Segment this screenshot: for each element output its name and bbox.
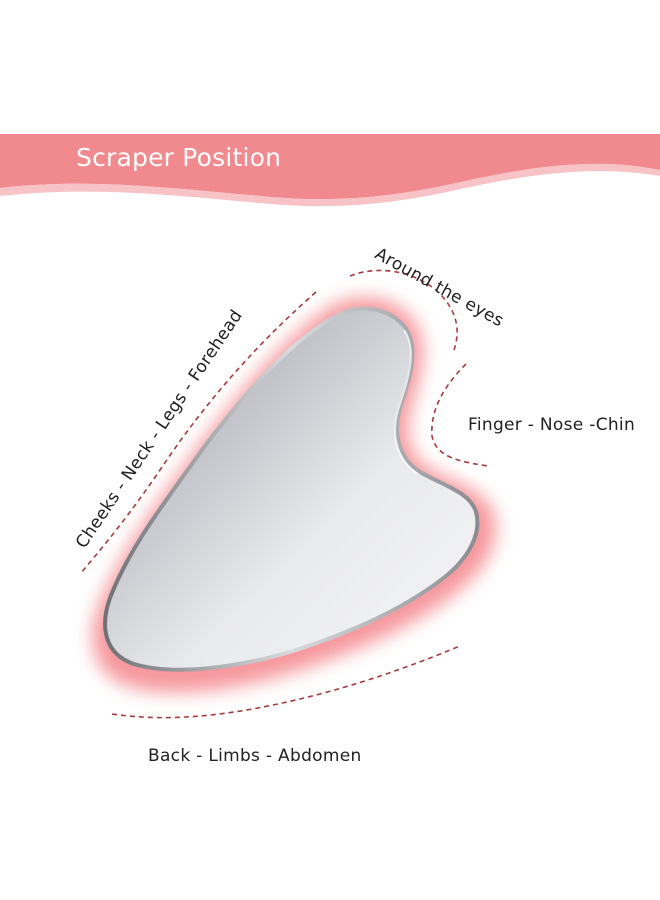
guide-line-eyes xyxy=(349,269,458,351)
banner-wave-highlight xyxy=(0,163,660,207)
banner-background xyxy=(0,134,660,200)
guide-line-back xyxy=(111,645,461,719)
banner-title: Scraper Position xyxy=(76,143,282,172)
label-back-limbs-abdomen: Back - Limbs - Abdomen xyxy=(148,746,362,766)
scraper-edge-highlight xyxy=(394,329,419,475)
guide-lines xyxy=(79,269,489,719)
gua-sha-scraper-icon xyxy=(103,306,480,672)
guide-line-finger xyxy=(431,363,489,467)
label-finger-nose-chin: Finger - Nose -Chin xyxy=(468,415,636,435)
guide-line-cheeks xyxy=(79,291,317,575)
